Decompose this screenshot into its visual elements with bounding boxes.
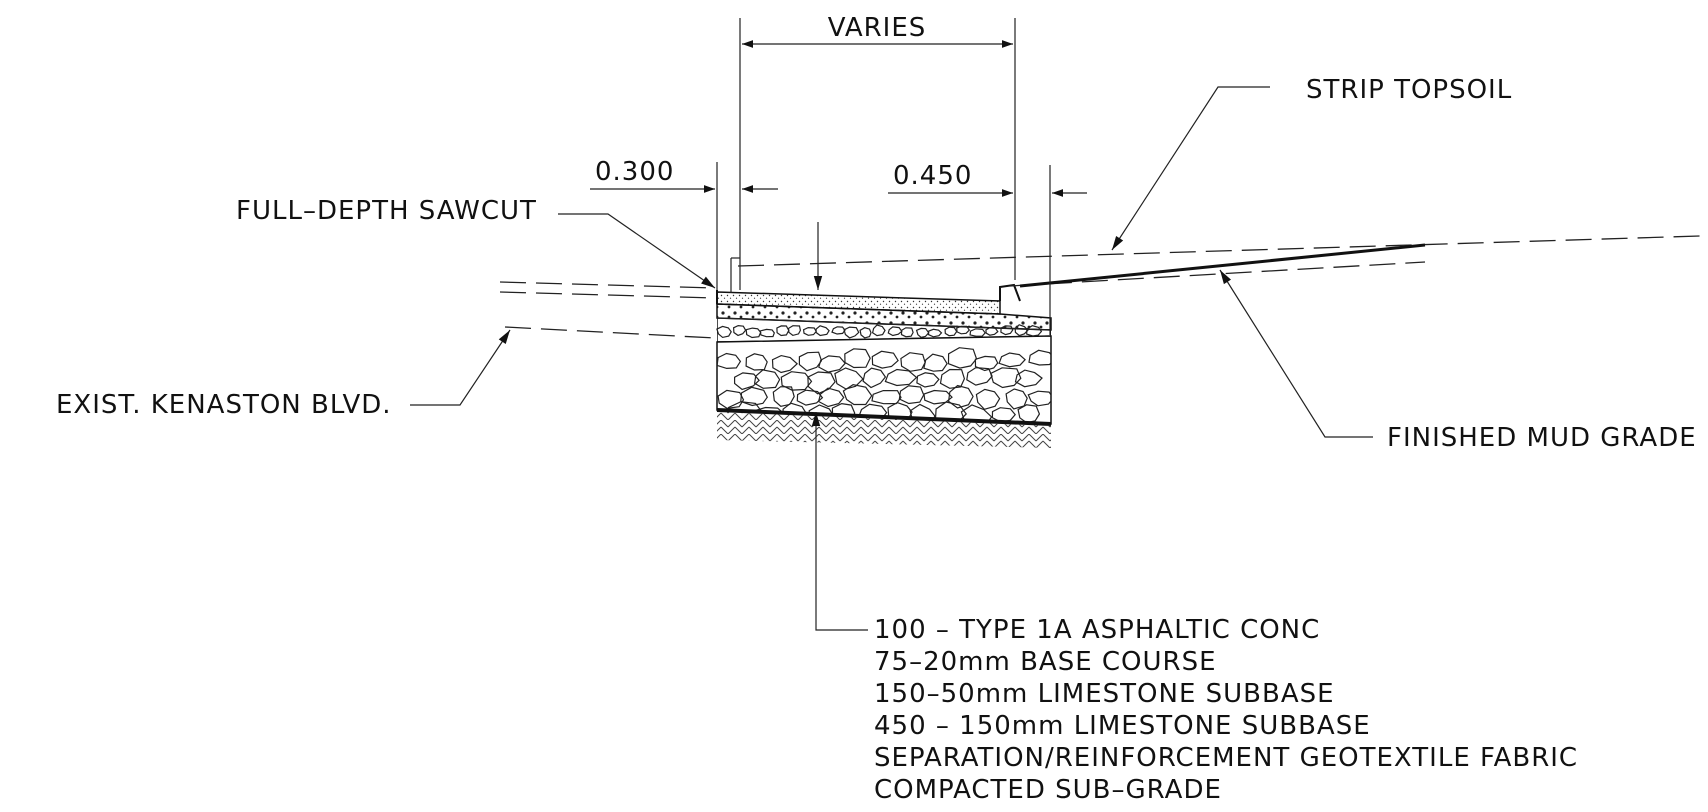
stone-mark (871, 350, 899, 369)
stone-mark (817, 387, 845, 408)
stone-mark (966, 366, 993, 386)
stone-mark (733, 372, 760, 391)
stone-mark (771, 354, 798, 374)
stone-mark (909, 403, 936, 424)
stone-mark (759, 328, 775, 338)
stone-mark (975, 388, 1001, 410)
callout-sawcut-label: FULL–DEPTH SAWCUT (236, 196, 537, 226)
stone-mark (884, 368, 918, 387)
stone-mark (740, 386, 769, 407)
stone-mark (802, 326, 817, 336)
stone-mark (939, 368, 966, 389)
stone-mark (960, 404, 993, 424)
pavement-structure (716, 257, 1052, 448)
stone-mark (796, 389, 824, 406)
stone-mark (776, 325, 790, 337)
stone-mark (831, 326, 846, 335)
callout-strip-topsoil-label: STRIP TOPSOIL (1306, 75, 1512, 105)
stone-mark (985, 327, 999, 336)
stone-mark (815, 325, 830, 337)
stone-mark (732, 324, 747, 337)
base-course-layer (716, 303, 1052, 331)
stone-mark (871, 324, 886, 337)
dimension-varies: VARIES (739, 13, 1016, 290)
stone-mark (787, 325, 802, 337)
stone-mark (745, 327, 762, 339)
stone-mark (947, 384, 974, 409)
layer-label-3: 150–50mm LIMESTONE SUBBASE (874, 679, 1335, 709)
callout-finished-grade-label: FINISHED MUD GRADE (1387, 423, 1697, 453)
stone-mark (915, 327, 930, 338)
stone-mark (798, 351, 823, 372)
stone-mark (834, 367, 864, 390)
stone-mark (818, 355, 847, 373)
stone-mark (843, 326, 860, 339)
layer-label-2: 75–20mm BASE COURSE (874, 647, 1217, 677)
stone-mark (1014, 369, 1043, 388)
compacted-subgrade (717, 412, 1051, 448)
stone-mark (900, 352, 926, 372)
stone-mark (717, 352, 742, 370)
stone-mark (807, 371, 836, 395)
stone-mark (923, 353, 948, 372)
dimension-right-offset: 0.450 (888, 161, 1087, 335)
callout-finished-grade: FINISHED MUD GRADE (1219, 269, 1697, 453)
stone-mark (974, 355, 999, 372)
stone-mark (862, 367, 887, 389)
stone-mark (1026, 325, 1043, 337)
stone-mark (1028, 349, 1051, 366)
stone-mark (844, 348, 871, 369)
finished-grade-line (1019, 243, 1426, 288)
stone-mark (1017, 404, 1041, 424)
callout-layers: 100 – TYPE 1A ASPHALTIC CONC 75–20mm BAS… (811, 412, 1578, 805)
layer-label-5: SEPARATION/REINFORCEMENT GEOTEXTILE FABR… (874, 743, 1578, 773)
dimension-varies-label: VARIES (828, 13, 927, 43)
stone-mark (927, 328, 943, 338)
stone-mark (969, 328, 986, 337)
stone-mark (859, 327, 872, 339)
grade-lines (499, 235, 1701, 339)
curb (999, 283, 1021, 302)
callout-exist-road: EXIST. KENASTON BLVD. (56, 329, 511, 420)
stone-mark (956, 325, 971, 335)
layer-label-4: 450 – 150mm LIMESTONE SUBBASE (874, 711, 1371, 741)
stone-mark (944, 326, 958, 337)
callout-exist-road-label: EXIST. KENASTON BLVD. (56, 390, 392, 420)
stone-mark (923, 389, 953, 405)
stone-mark (716, 325, 732, 339)
stone-mark (998, 352, 1026, 368)
stone-mark (717, 389, 745, 410)
stone-mark (916, 372, 940, 388)
stone-mark (1000, 325, 1014, 336)
stone-mark (1027, 390, 1051, 407)
stone-mark (898, 385, 925, 405)
stone-mark (842, 383, 873, 406)
callout-strip-topsoil: STRIP TOPSOIL (1111, 75, 1512, 251)
stone-mark (887, 326, 903, 337)
stone-mark (900, 327, 914, 338)
stone-mark (753, 369, 781, 389)
stone-mark (780, 371, 813, 391)
geotextile-fabric (716, 408, 1052, 426)
stone-mark (1014, 324, 1029, 337)
stone-mark (947, 347, 978, 369)
callout-sawcut: FULL–DEPTH SAWCUT (236, 196, 716, 289)
dimension-left-offset: 0.300 (590, 157, 778, 290)
layer-label-1: 100 – TYPE 1A ASPHALTIC CONC (874, 615, 1320, 645)
layer-label-6: COMPACTED SUB–GRADE (874, 775, 1222, 805)
dimension-left-offset-label: 0.300 (595, 157, 674, 187)
stone-mark (989, 367, 1022, 389)
dimension-right-offset-label: 0.450 (893, 161, 972, 191)
stone-mark (871, 389, 902, 405)
